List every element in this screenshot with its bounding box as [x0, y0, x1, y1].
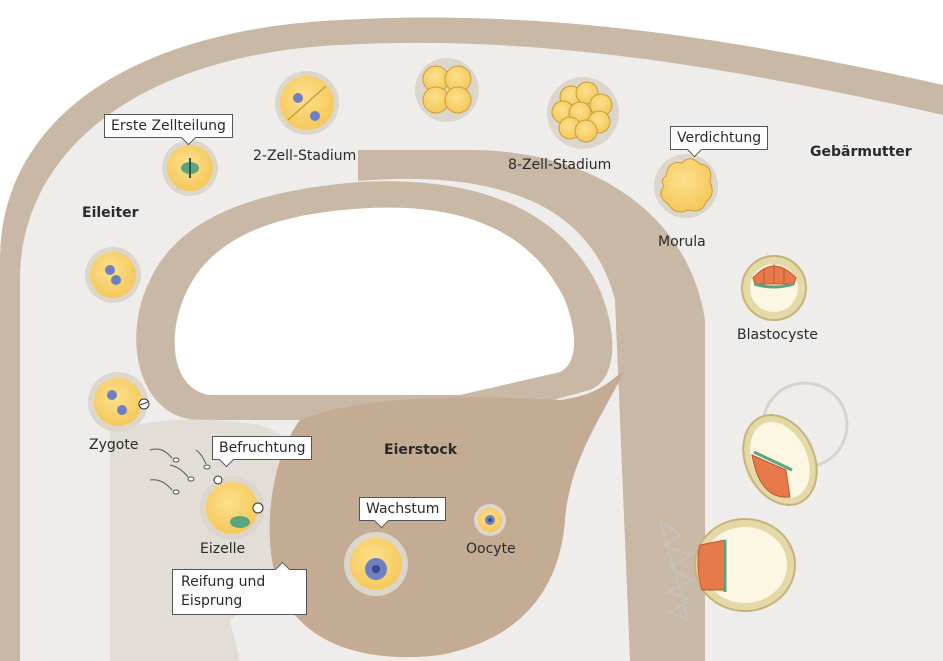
fertilization-text: Befruchtung	[219, 440, 305, 456]
maturation-text: Reifung und Eisprung	[181, 574, 265, 609]
egg-cell-label: Eizelle	[200, 541, 245, 557]
maturation-callout: Reifung und Eisprung	[172, 569, 307, 615]
egg-cell	[200, 476, 264, 540]
growth-callout: Wachstum	[359, 497, 446, 521]
fertilization-callout: Befruchtung	[212, 436, 312, 460]
compaction-text: Verdichtung	[677, 130, 761, 146]
eight-cell-embryo	[547, 77, 619, 149]
blastocyst	[742, 256, 806, 320]
two-cell-embryo	[275, 71, 339, 135]
ovary-label: Eierstock	[384, 442, 457, 458]
morula-label: Morula	[658, 234, 706, 250]
blastocyst-label: Blastocyste	[737, 327, 818, 343]
uterus-label: Gebärmutter	[810, 144, 912, 160]
first-division-callout: Erste Zellteilung	[104, 114, 233, 138]
zygote-pronuclei-cell	[85, 247, 141, 303]
first-division-text: Erste Zellteilung	[111, 118, 226, 134]
oocyte	[474, 504, 506, 536]
compaction-callout: Verdichtung	[670, 126, 768, 150]
four-cell-embryo	[415, 58, 479, 122]
oocyte-label: Oocyte	[466, 541, 516, 557]
growing-follicle	[344, 532, 408, 596]
growth-text: Wachstum	[366, 501, 439, 517]
two-cell-label: 2-Zell-Stadium	[253, 148, 356, 164]
first-division-cell	[162, 140, 218, 196]
oviduct-label: Eileiter	[82, 205, 139, 221]
morula	[654, 154, 718, 218]
eight-cell-label: 8-Zell-Stadium	[508, 157, 611, 173]
zygote-label: Zygote	[89, 437, 138, 453]
